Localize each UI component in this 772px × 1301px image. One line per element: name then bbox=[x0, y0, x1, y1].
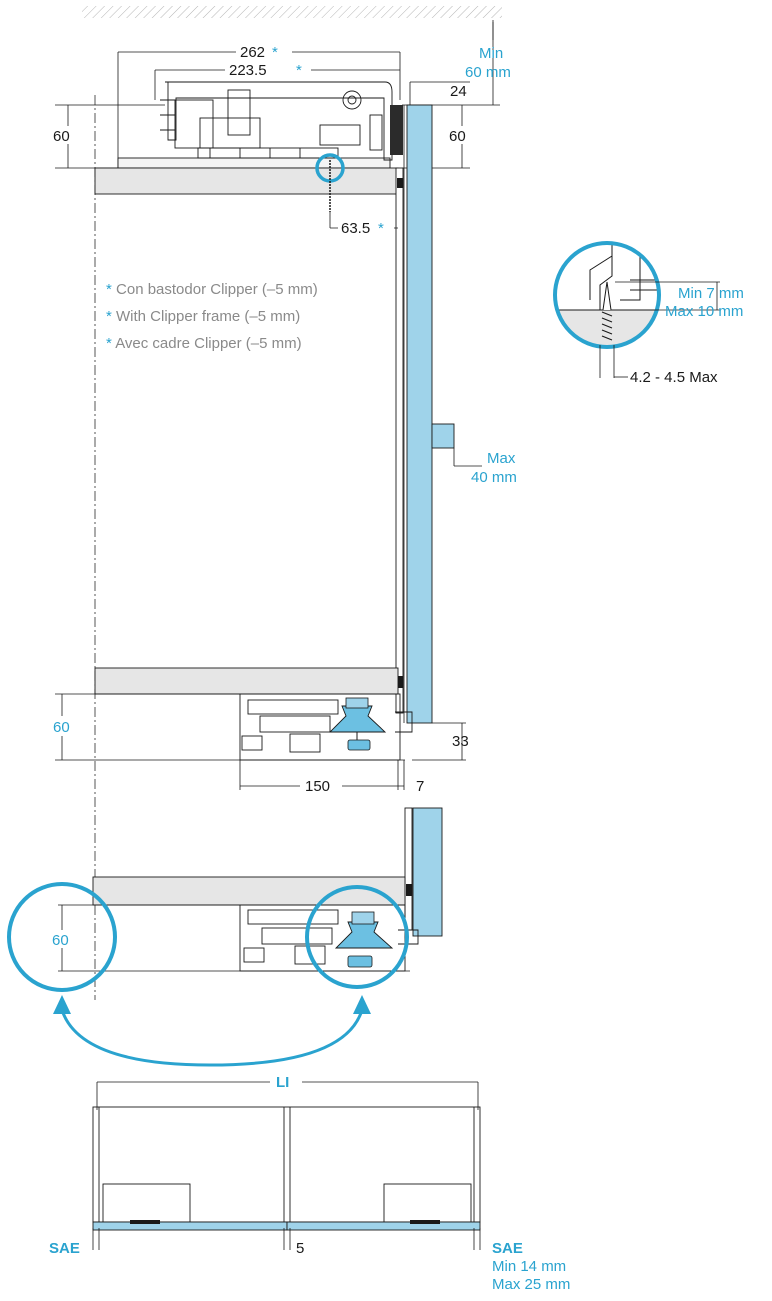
dim-7-label: 7 bbox=[416, 778, 424, 795]
zoom-side-panel bbox=[404, 807, 413, 931]
top-shelf bbox=[94, 167, 399, 195]
sae-min-label: Min 14 mm bbox=[492, 1258, 566, 1275]
sae-left-label: SAE bbox=[49, 1240, 80, 1257]
detail-min: Min 7 mm bbox=[678, 285, 744, 302]
dim-24-label: 24 bbox=[450, 83, 467, 100]
dim-63-5-label: 63.5 bbox=[341, 220, 370, 237]
bottom-track-mechanism bbox=[239, 693, 413, 761]
plan-glass-right bbox=[286, 1221, 481, 1231]
plan-glass-left bbox=[92, 1221, 288, 1231]
ceiling-hatch bbox=[82, 6, 502, 18]
note-en: * With Clipper frame (–5 mm) bbox=[106, 308, 300, 325]
dim-60-left-label: 60 bbox=[53, 128, 70, 145]
dim-60-right-label: 60 bbox=[449, 128, 466, 145]
zoom-track-mechanism bbox=[239, 904, 419, 972]
arrow-head-right bbox=[353, 995, 371, 1014]
note-es: * Con bastodor Clipper (–5 mm) bbox=[106, 281, 318, 298]
screw-detail: Min 7 mm Max 10 mm 4.2 - 4.5 Max bbox=[553, 241, 744, 386]
gap-5-label: 5 bbox=[296, 1240, 304, 1257]
detail-max: Max 10 mm bbox=[665, 303, 743, 320]
zoom-roller bbox=[334, 921, 394, 949]
dim-262-label: 262 bbox=[240, 44, 265, 61]
sae-right-label: SAE bbox=[492, 1240, 523, 1257]
bottom-shelf bbox=[94, 667, 399, 695]
note-fr: * Avec cadre Clipper (–5 mm) bbox=[106, 335, 302, 352]
zoom-glass-door bbox=[412, 807, 443, 937]
arrow-head-left bbox=[53, 995, 71, 1014]
zoom-dim-60-label: 60 bbox=[52, 932, 69, 949]
dim-223-5-label: 223.5 bbox=[229, 62, 267, 79]
asterisk-mark: * bbox=[296, 62, 302, 79]
glass-door bbox=[406, 104, 433, 724]
min-60-value: 60 mm bbox=[465, 64, 511, 81]
bottom-roller bbox=[328, 705, 387, 733]
dim-60-bottom-label: 60 bbox=[53, 719, 70, 736]
arrow-connector bbox=[60, 1009, 364, 1067]
zoom-circle-left bbox=[7, 882, 117, 992]
side-panel bbox=[395, 167, 404, 714]
zoom-circle-right bbox=[305, 885, 409, 989]
door-handle bbox=[431, 423, 455, 449]
dim-150-label: 150 bbox=[305, 778, 330, 795]
top-gasket bbox=[390, 105, 403, 155]
zoom-shelf bbox=[92, 876, 406, 906]
top-track-mechanism bbox=[117, 81, 393, 169]
handle-max-label: Max bbox=[487, 450, 516, 467]
plan-cabinet bbox=[92, 1106, 481, 1223]
asterisk-mark: * bbox=[378, 220, 384, 237]
dim-li-label: LI bbox=[276, 1074, 289, 1091]
sae-max-label: Max 25 mm bbox=[492, 1276, 570, 1293]
handle-max-value: 40 mm bbox=[471, 469, 517, 486]
dim-33-label: 33 bbox=[452, 733, 469, 750]
detail-screw-size: 4.2 - 4.5 Max bbox=[630, 369, 718, 386]
min-label: Min bbox=[479, 45, 503, 62]
asterisk-mark: * bbox=[272, 44, 278, 61]
